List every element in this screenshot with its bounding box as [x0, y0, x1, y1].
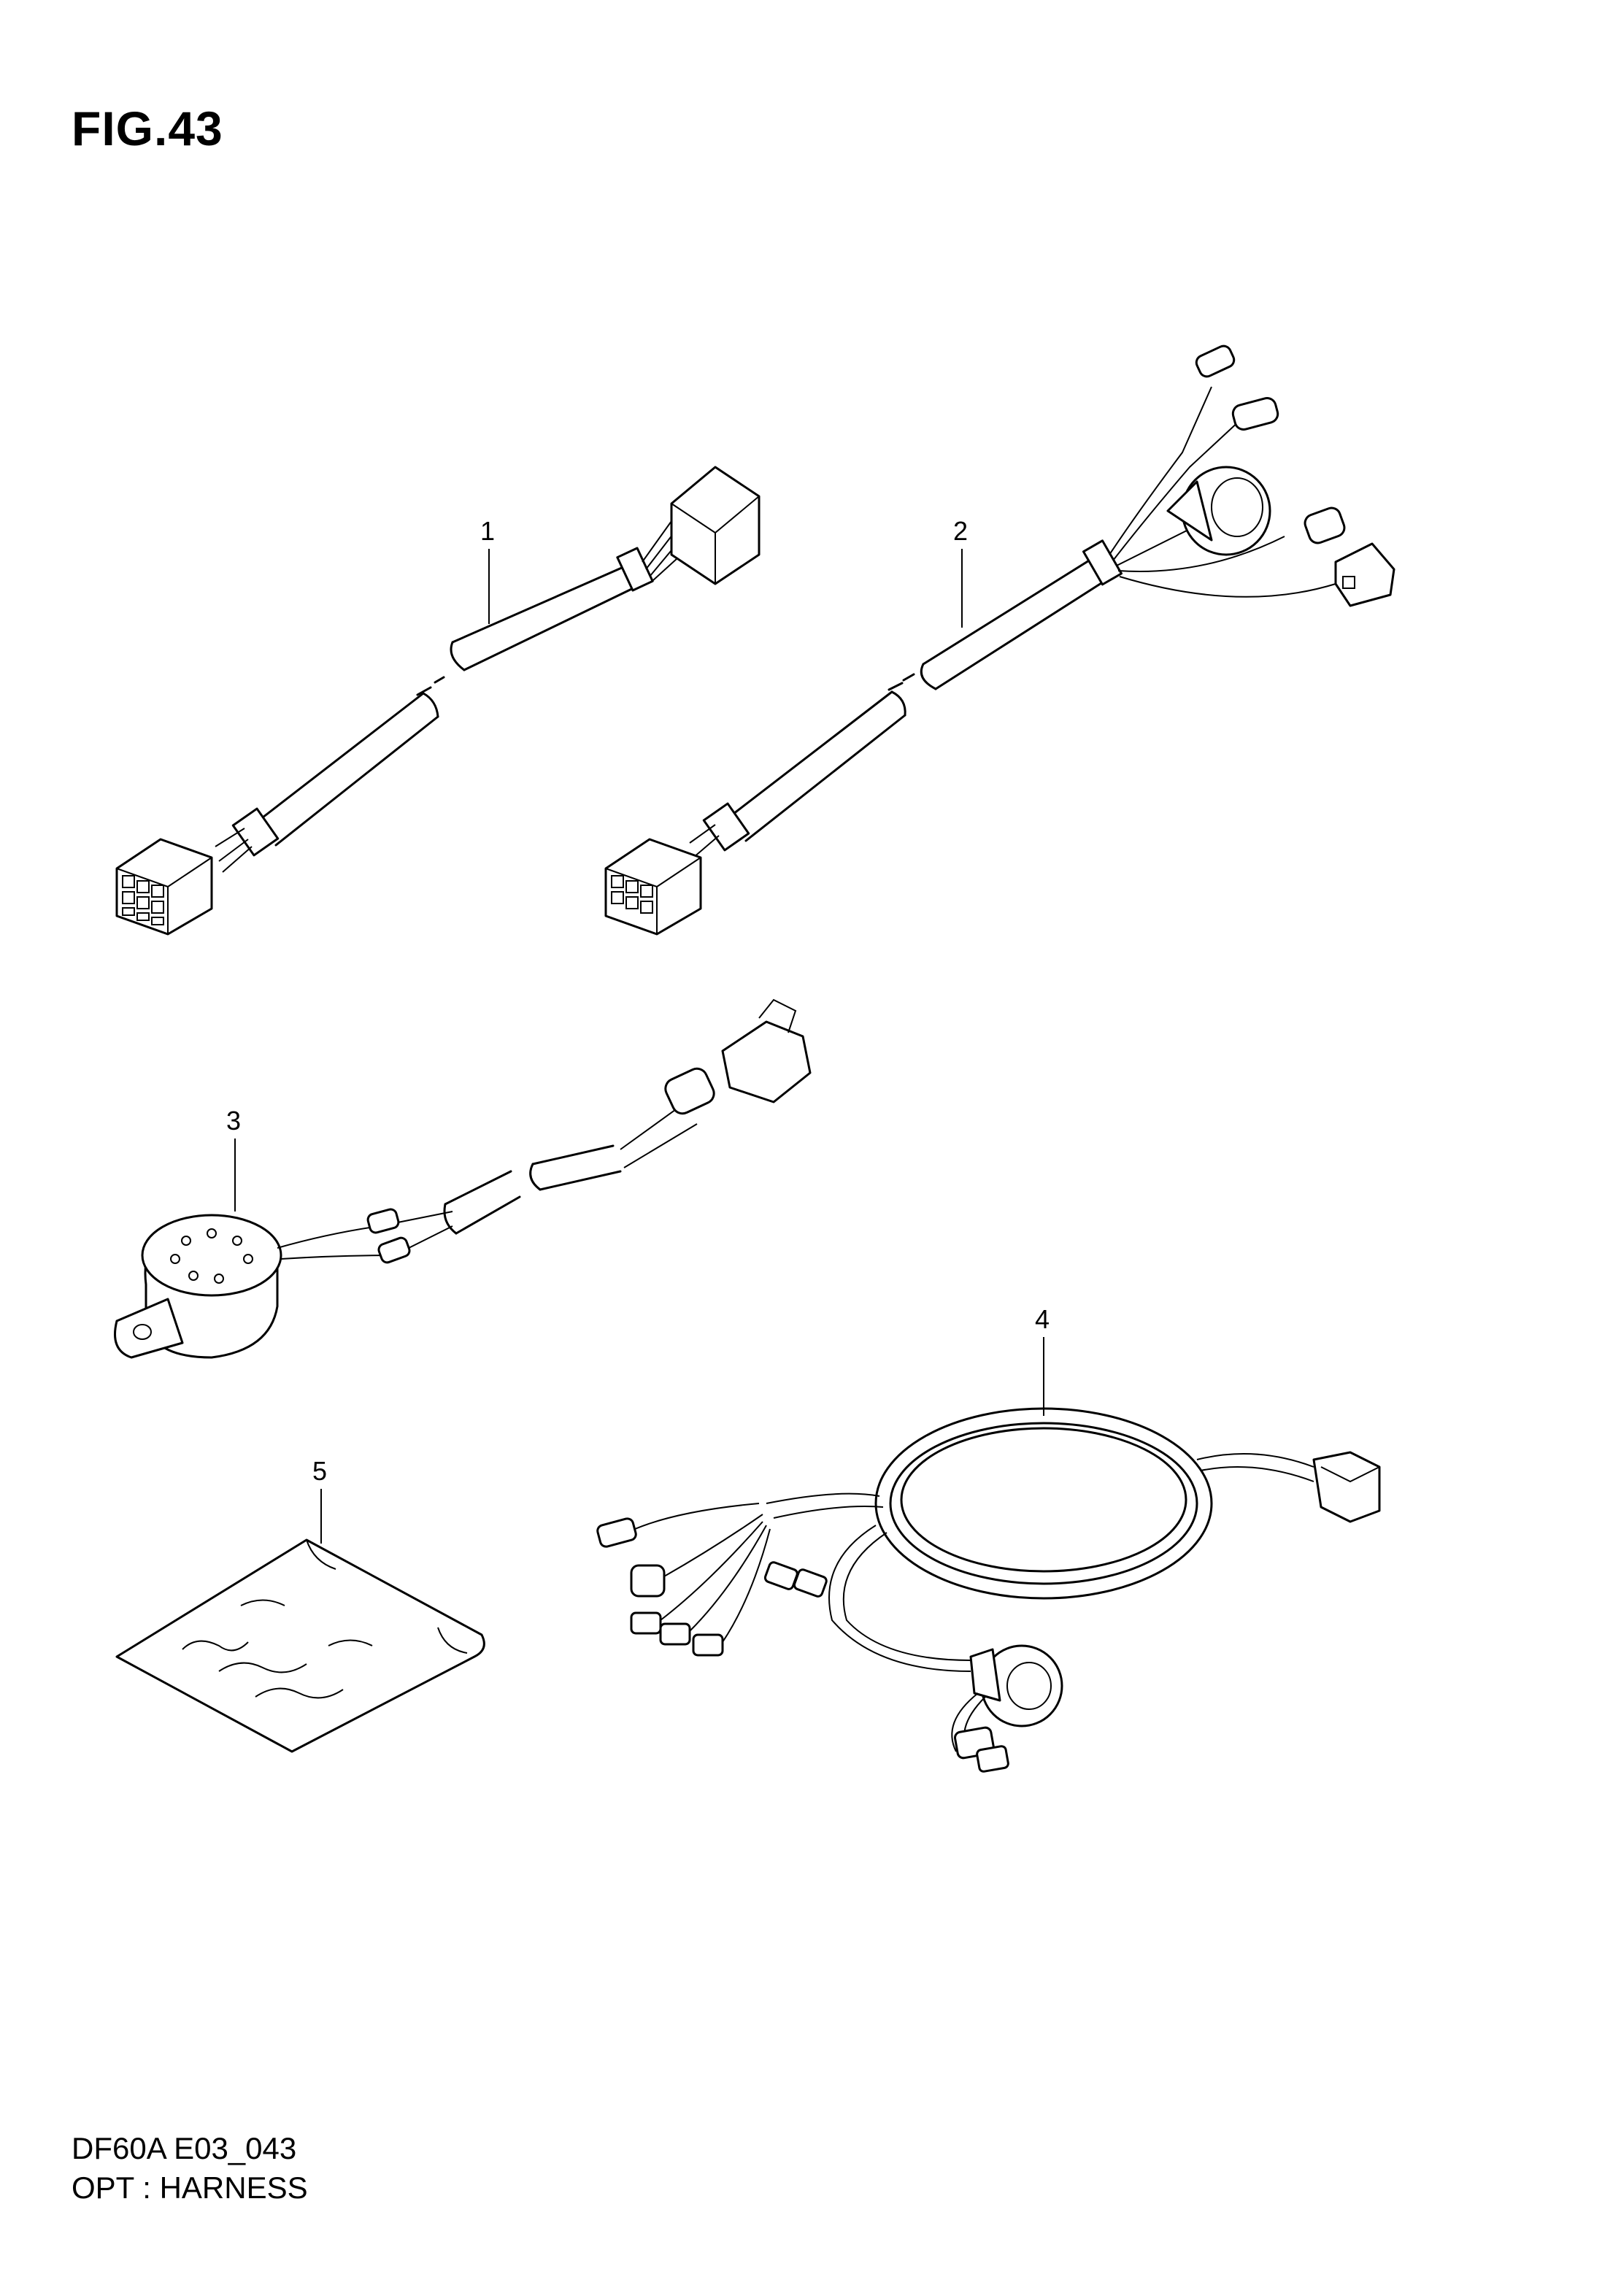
figure-title: FIG.43	[72, 101, 223, 155]
model-code: DF60A E03_043	[72, 2131, 297, 2165]
part-4-harness[interactable]: 4	[596, 1304, 1381, 1773]
part-3-buzzer[interactable]: 3	[114, 998, 812, 1359]
callout-1: 1	[480, 516, 495, 546]
part-1-harness[interactable]: 1	[115, 466, 761, 936]
callout-4: 4	[1035, 1304, 1050, 1334]
section-title: OPT : HARNESS	[72, 2170, 308, 2205]
callout-2: 2	[953, 516, 968, 546]
callout-3: 3	[226, 1106, 241, 1136]
callout-5: 5	[312, 1456, 327, 1486]
part-5-bag[interactable]: 5	[115, 1456, 485, 1753]
part-2-harness[interactable]: 2	[604, 344, 1395, 936]
